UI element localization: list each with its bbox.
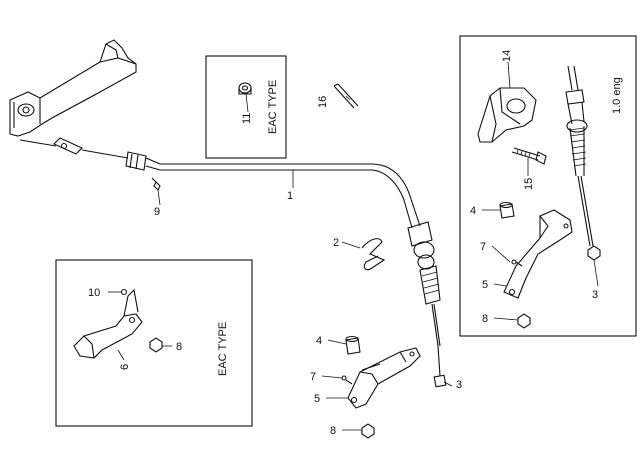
pin-9 (151, 177, 161, 191)
leader-lines (108, 61, 599, 431)
lower-bracket (341, 335, 421, 439)
clip-16 (333, 83, 359, 109)
eac-left-box (55, 259, 253, 427)
cable-adjuster (125, 151, 161, 171)
part-label-10: 10 (88, 287, 100, 299)
part-label-6: 6 (119, 364, 131, 370)
grommet-11 (238, 82, 252, 95)
eac-type-label-top: EAC TYPE (267, 80, 279, 134)
part-label-2: 2 (333, 237, 339, 249)
clip-2 (361, 238, 386, 271)
clutch-cable (160, 163, 447, 388)
engine-box (459, 35, 637, 337)
engine-bracket-14 (477, 87, 537, 143)
part-label-14: 14 (501, 50, 513, 62)
part-label-16: 16 (317, 96, 329, 108)
part-label-3-main: 3 (456, 379, 462, 391)
engine-bracket-5 (499, 201, 573, 329)
eac-type-label-left: EAC TYPE (217, 322, 229, 376)
engine-label: 1.0 eng (611, 77, 623, 114)
part-label-15: 15 (523, 178, 535, 190)
part-label-5-lower: 5 (314, 393, 320, 405)
bolt-15 (511, 147, 547, 165)
part-label-3-engine: 3 (592, 289, 598, 301)
part-label-1: 1 (287, 190, 293, 202)
cable-clevis (19, 137, 129, 159)
part-label-11: 11 (241, 113, 253, 124)
part-label-4-lower: 4 (316, 335, 322, 347)
part-label-8-eac: 8 (176, 341, 182, 353)
part-label-5-engine: 5 (482, 279, 488, 291)
engine-cable-end (565, 65, 601, 261)
eac-bracket-6 (73, 288, 163, 359)
part-label-8-lower: 8 (330, 425, 336, 437)
part-label-9: 9 (154, 206, 160, 218)
eac-top-box (205, 55, 287, 159)
pedal-bracket (9, 39, 137, 137)
part-label-7-lower: 7 (310, 371, 316, 383)
part-label-7-engine: 7 (480, 241, 486, 253)
part-label-4-engine: 4 (470, 205, 476, 217)
part-label-8-engine: 8 (482, 313, 488, 325)
